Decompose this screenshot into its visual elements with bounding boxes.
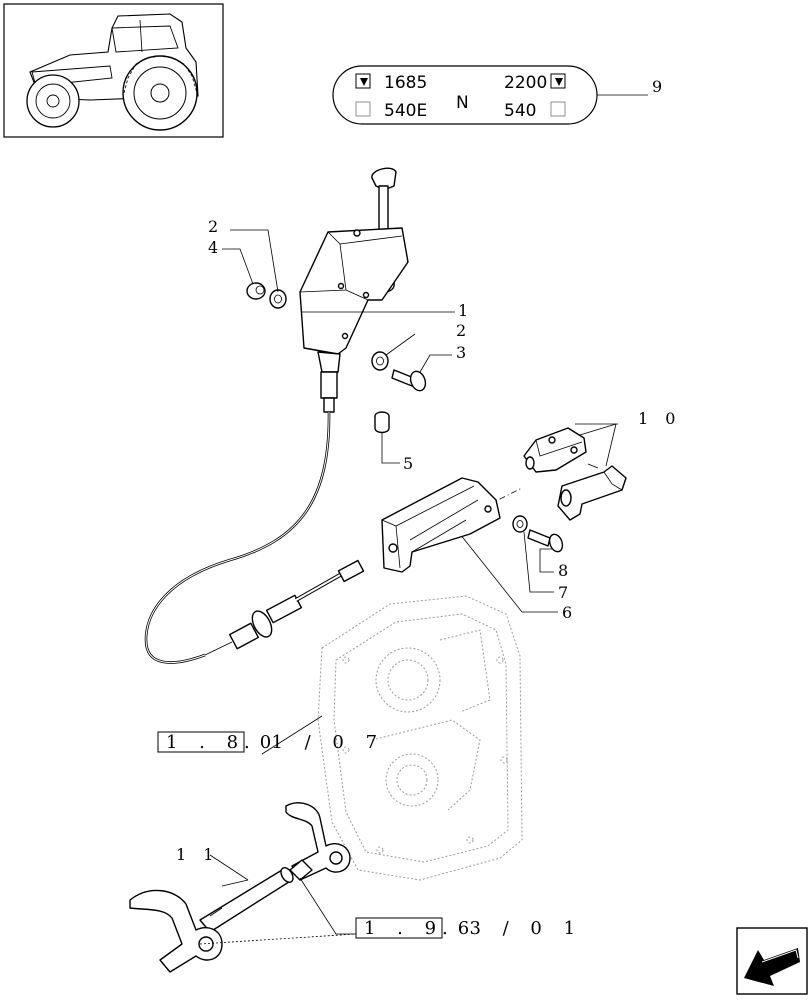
reference-1-80[interactable]: 1 . 8 0 . 1 / 0 7 (157, 715, 385, 755)
callout-7: 7 (558, 583, 574, 602)
pto-bottom-left: 540E (384, 101, 427, 121)
reference-1-96[interactable]: 1 . 9 6 . 3 / 0 1 (199, 877, 583, 945)
gear-lever-assembly (299, 167, 409, 413)
nut-part-4 (246, 282, 266, 300)
transmission-housing-ghost (317, 595, 523, 881)
pto-bottom-right: 540 (504, 101, 536, 121)
reference-1-96-suffix: . 3 / 0 1 (442, 918, 583, 939)
back-arrow-icon[interactable] (736, 927, 808, 995)
callout-4: 4 (208, 238, 224, 257)
pto-top-left: 1685 (384, 73, 427, 93)
callout-2a: 2 (208, 217, 224, 236)
callout-8: 8 (558, 561, 574, 580)
bolt-part-3 (391, 369, 427, 392)
reference-1-80-box: 1 . 8 0 (166, 732, 279, 753)
washer-part-2 (269, 289, 287, 309)
pto-center: N (456, 93, 469, 113)
pto-speed-badge: 1685 2200 540E N 540 (332, 65, 648, 125)
clevis-pin-part-10 (557, 463, 627, 521)
shift-shaft-part-11 (199, 867, 294, 933)
callout-2b: 2 (456, 321, 472, 340)
callout-5: 5 (403, 454, 419, 473)
callout-10: 1 0 (638, 409, 681, 428)
shift-fork-front (129, 859, 313, 973)
callout-1: 1 (458, 301, 474, 320)
reference-1-80-suffix: . 1 / 0 7 (244, 732, 385, 753)
leader-lines (209, 229, 618, 887)
bushing-part-5 (374, 411, 390, 434)
bolt-part-8 (527, 529, 564, 553)
pto-symbol-icon (355, 73, 566, 117)
washer-part-2b (371, 351, 389, 371)
washer-part-7 (512, 515, 528, 533)
clevis-part-10 (523, 427, 587, 473)
callout-6: 6 (562, 603, 578, 622)
callout-9: 9 (652, 77, 668, 96)
callout-3: 3 (456, 343, 472, 362)
tractor-thumbnail-icon (3, 3, 224, 138)
callout-11: 1 1 (176, 845, 219, 864)
bracket-part-6 (381, 477, 501, 573)
pto-top-right: 2200 (504, 73, 547, 93)
cable-end-fitting (204, 559, 365, 656)
reference-1-96-box: 1 . 9 6 (364, 918, 477, 939)
